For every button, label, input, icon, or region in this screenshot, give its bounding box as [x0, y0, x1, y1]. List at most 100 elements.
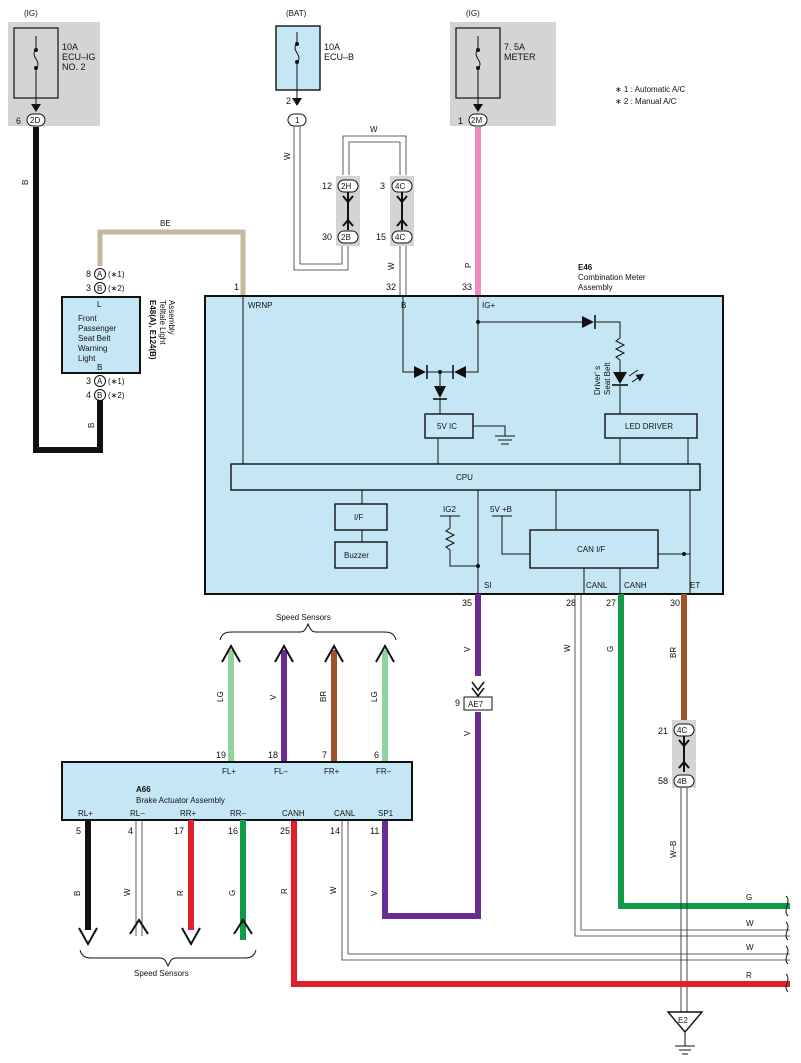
wire-color-label: W — [123, 888, 132, 896]
terminal-label: B — [97, 363, 102, 372]
note-automatic-ac: ∗ 1 : Automatic A/C — [615, 85, 686, 94]
ig2-label: IG2 — [443, 505, 456, 514]
led-driver-label: LED DRIVER — [625, 422, 673, 431]
pin-number: 4 — [128, 826, 133, 836]
terminal-label: SI — [484, 581, 492, 590]
pin-number: 5 — [76, 826, 81, 836]
component-code: E46 — [578, 263, 593, 272]
note-manual-ac: ∗ 2 : Manual A/C — [615, 97, 677, 106]
pin-number: 21 — [658, 726, 668, 736]
wire-white-black-wb — [680, 788, 688, 1014]
terminal-label: L — [97, 300, 102, 309]
component-name: Combination Meter — [578, 273, 646, 282]
pin-number: 30 — [670, 598, 680, 608]
light-text: Light — [78, 354, 96, 363]
fuse-bat: (BAT) 10A ECU–B 2 1 — [275, 9, 354, 127]
junction-2h-2b: 12 2H 30 2B — [322, 176, 360, 246]
fuse-rating: 7. 5A — [504, 42, 525, 52]
connector-id: B — [97, 391, 102, 400]
wire-color-label: R — [176, 890, 185, 896]
component-name: Brake Actuator Assembly — [136, 796, 225, 805]
brake-actuator-assembly: 19 18 7 6 A66 Brake Actuator Assembly FL… — [61, 750, 413, 836]
terminal-label: CANL — [586, 581, 608, 590]
wire-white-w-top — [342, 135, 407, 175]
cpu-label: CPU — [456, 473, 473, 482]
fuse-supply-label: (IG) — [466, 9, 480, 18]
wire-white-w-loop — [293, 127, 349, 271]
pin-number: 32 — [386, 282, 396, 292]
wire-color-label: V — [370, 890, 379, 896]
fuse-name-2: NO. 2 — [62, 62, 86, 72]
connector-id: 2D — [30, 116, 40, 125]
wire-color-label: W–B — [669, 841, 678, 858]
led-label-2: Seat Belt — [603, 362, 612, 395]
wire-color-label: V — [463, 730, 472, 736]
terminal-label: CANH — [624, 581, 647, 590]
pin-number: 7 — [322, 750, 327, 760]
pin-number: 27 — [606, 598, 616, 608]
terminal-label: FR– — [376, 767, 392, 776]
terminal-label: CANH — [282, 809, 305, 818]
fuse-name: METER — [504, 52, 536, 62]
pin-number: 8 — [86, 269, 91, 279]
terminal-label: B — [401, 301, 406, 310]
wire-color-label: R — [280, 888, 289, 894]
wire-color-label: G — [746, 893, 752, 902]
pin-number: 1 — [458, 116, 463, 126]
speed-sensors-bracket-bottom — [79, 949, 257, 968]
junction-4c-4b: 21 4C 58 4B — [658, 720, 696, 788]
pin-number: 33 — [462, 282, 472, 292]
if-label: I/F — [354, 513, 363, 522]
terminal-label: SP1 — [378, 809, 394, 818]
wire-white-actuator-canl — [341, 820, 790, 961]
wire-color-label: W — [370, 125, 378, 134]
wire-color-label: P — [464, 263, 473, 268]
pin-number: 6 — [16, 116, 21, 126]
light-text: Seat Belt — [78, 334, 111, 343]
pin-number: 25 — [280, 826, 290, 836]
fuse-supply-label: (BAT) — [286, 9, 307, 18]
pin-number: 16 — [228, 826, 238, 836]
terminal-label: WRNP — [248, 301, 272, 310]
speed-sensors-label-bottom: Speed Sensors — [134, 969, 189, 978]
wire-white-w-meter — [399, 246, 407, 296]
ground-e2: E2 — [666, 1011, 704, 1055]
component-name: Telltale Light — [158, 300, 167, 345]
wire-color-label: BR — [319, 691, 328, 702]
wire-color-label: BR — [669, 647, 678, 658]
pin-number: 12 — [322, 181, 332, 191]
wire-color-label: LG — [216, 691, 225, 702]
terminal-label: FL+ — [222, 767, 236, 776]
vb-label: 5V +B — [490, 505, 512, 514]
connector-id: 2H — [341, 182, 351, 191]
pin-number: 17 — [174, 826, 184, 836]
wire-color-label: V — [269, 694, 278, 700]
wire-purple-v — [382, 594, 481, 919]
wire-color-label: W — [387, 262, 396, 270]
terminal-label: FL– — [274, 767, 288, 776]
wire-w-rl-minus — [135, 820, 143, 936]
fuse-rating: 10A — [324, 42, 340, 52]
terminal-label: ET — [690, 581, 700, 590]
pin-number: 19 — [216, 750, 226, 760]
can-if-label: CAN I/F — [577, 545, 606, 554]
connector-id: A — [97, 377, 103, 386]
light-text: Passenger — [78, 324, 117, 333]
pin-number: 15 — [376, 232, 386, 242]
connector-id: 2M — [471, 116, 482, 125]
wire-color-label: V — [463, 646, 472, 652]
variant-note: (∗2) — [108, 284, 125, 293]
wire-white-canl — [574, 594, 790, 937]
wire-color-label: R — [746, 971, 752, 980]
pin-number: 18 — [268, 750, 278, 760]
terminal-label: RR– — [230, 809, 247, 818]
light-text: Warning — [78, 344, 108, 353]
pin-number: 2 — [286, 96, 291, 106]
variant-note: (∗2) — [108, 391, 125, 400]
wire-color-label: B — [73, 891, 82, 896]
pin-number: 11 — [370, 826, 379, 836]
combination-meter-assembly: E46 Combination Meter Assembly 1 WRNP 32… — [204, 263, 724, 608]
terminal-label: RL+ — [78, 809, 93, 818]
fuse-name: ECU–B — [324, 52, 354, 62]
